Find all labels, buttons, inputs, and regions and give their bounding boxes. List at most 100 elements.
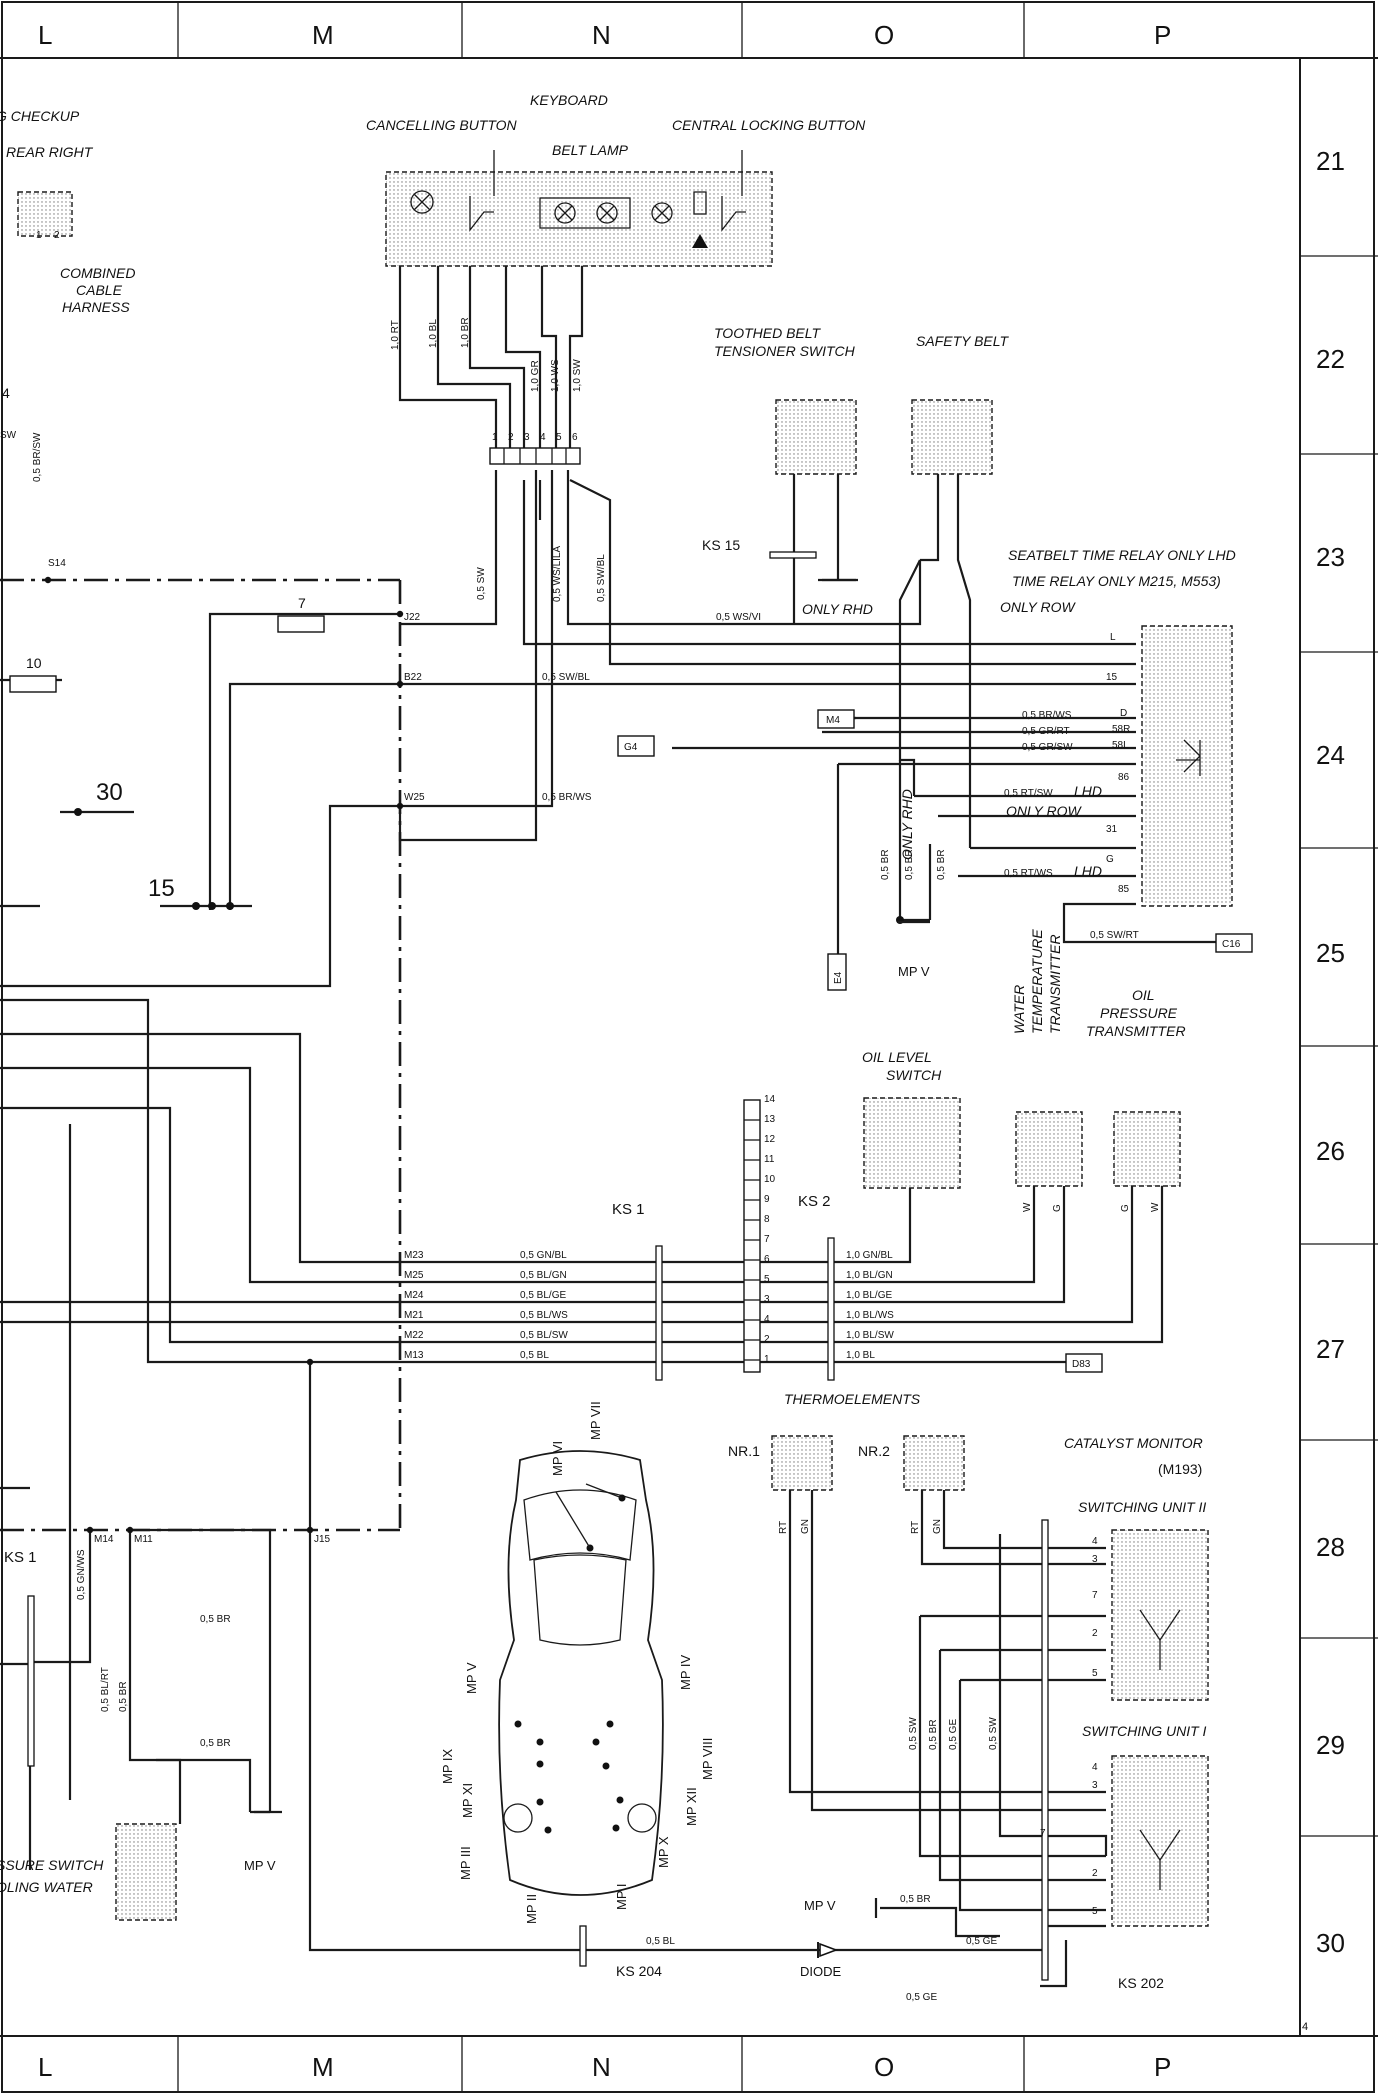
relay-pin-58l: 58L — [1112, 740, 1129, 751]
wire-bl-ws-10: 1,0 BL/WS — [846, 1310, 894, 1321]
label-combined-3: HARNESS — [62, 299, 130, 315]
pin-c13: 13 — [764, 1114, 776, 1125]
water-temp-transmitter-box — [1015, 1111, 1083, 1187]
label-nr2: NR.2 — [858, 1443, 890, 1459]
pin-c12: 12 — [764, 1134, 776, 1145]
wire-sw-left: SW — [0, 430, 17, 441]
keyboard-box — [385, 150, 773, 267]
label-nr1: NR.1 — [728, 1443, 760, 1459]
label-box-c16 — [1215, 933, 1253, 953]
wire-bl-sw: 0,5 BL/SW — [520, 1330, 568, 1341]
label-g4: G4 — [624, 742, 638, 753]
wire-ge-29: 0,5 GE — [948, 1719, 959, 1750]
wire-rt10: 1,0 RT — [390, 320, 401, 350]
wire-g-2: G — [1120, 1204, 1131, 1212]
relay-pin-85: 85 — [1118, 884, 1130, 895]
pin-c6: 6 — [764, 1254, 770, 1265]
wire-w-2: W — [1150, 1202, 1161, 1212]
oil-pressure-transmitter-box — [1113, 1111, 1181, 1187]
u2-pin-5: 5 — [1092, 1668, 1098, 1679]
row-27: 27 — [1316, 1334, 1345, 1364]
label-c16: C16 — [1222, 939, 1241, 950]
rear-right-pin-1: 1 — [36, 230, 42, 241]
wire-bl-10b: 1,0 BL — [846, 1350, 875, 1361]
pin-m25: M25 — [404, 1270, 424, 1281]
label-ks2: KS 2 — [798, 1193, 831, 1210]
col-n-top: N — [592, 20, 611, 50]
label-mp-viii: MP VIII — [700, 1738, 715, 1780]
wire-rt-sw: 0,5 RT/SW — [1004, 788, 1053, 799]
label-m4: M4 — [826, 715, 840, 726]
ground-symbols — [254, 578, 930, 1918]
u2-pin-2: 2 — [1092, 1628, 1098, 1639]
label-ks1: KS 1 — [612, 1201, 645, 1218]
label-mpv-left: MP V — [244, 1858, 276, 1873]
label-mp-i: MP I — [614, 1884, 629, 1911]
pin-m23: M23 — [404, 1250, 424, 1261]
pin-c7: 7 — [764, 1234, 770, 1245]
pin-1: 1 — [492, 432, 498, 443]
wire-w-1: W — [1022, 1202, 1033, 1212]
col-n-bottom: N — [592, 2052, 611, 2082]
fuse-10 — [9, 675, 57, 693]
pin-4: 4 — [540, 432, 546, 443]
wire-labels: 1,0 RT 1,0 BL 1,0 BR 1,0 GR 1,0 WS 1,0 S… — [0, 317, 1161, 2003]
label-s14: S14 — [48, 558, 66, 569]
label-diode: DIODE — [800, 1964, 842, 1979]
wire-rt-t2: RT — [910, 1521, 921, 1534]
switching-unit-2-box — [1111, 1529, 1209, 1701]
u1-pin-4: 4 — [1092, 1762, 1098, 1773]
wire-br10: 1,0 BR — [460, 317, 471, 348]
wire-sw10: 1,0 SW — [572, 359, 583, 392]
row-21: 21 — [1316, 146, 1345, 176]
label-box-e4 — [827, 953, 847, 991]
col-m-bottom: M — [312, 2052, 334, 2082]
pin-c1: 1 — [764, 1354, 770, 1365]
wire-sw-bl: 0,5 SW/BL — [596, 554, 607, 602]
label-j15: J15 — [314, 1534, 331, 1545]
page-number: 4 — [1302, 2021, 1308, 2033]
wire-gn-bl: 0,5 GN/BL — [520, 1250, 567, 1261]
col-m-top: M — [312, 20, 334, 50]
u1-pin-5: 5 — [1092, 1906, 1098, 1917]
label-water-2: TEMPERATURE — [1029, 929, 1045, 1034]
car-mp-labels: MP VI MP VII MP V MP IV MP IX MP XI MP V… — [440, 1401, 715, 1924]
row-numbers: 21 22 23 24 25 26 27 28 29 30 4 — [1302, 146, 1345, 2033]
wire-sw05: 0,5 SW — [476, 567, 487, 600]
wire-gr10: 1,0 GR — [530, 360, 541, 392]
label-b22: B22 — [404, 672, 422, 683]
relay-pin-15: 15 — [1106, 672, 1118, 683]
label-4-left: 4 — [2, 385, 10, 401]
wire-br-29: 0,5 BR — [928, 1719, 939, 1750]
label-keyboard: KEYBOARD — [530, 92, 608, 108]
col-o-bottom: O — [874, 2052, 894, 2082]
row-23: 23 — [1316, 542, 1345, 572]
thermoelement-2-box — [903, 1435, 965, 1491]
wire-g-1: G — [1052, 1204, 1063, 1212]
label-mp-xii: MP XII — [684, 1787, 699, 1826]
label-j22: J22 — [404, 612, 421, 623]
label-lhd-2: LHD — [1074, 863, 1102, 879]
wire-bl-rt: 0,5 BL/RT — [100, 1667, 111, 1712]
wire-sw-29b: 0,5 SW — [988, 1717, 999, 1750]
u1-pin-3: 3 — [1092, 1780, 1098, 1791]
label-terminal-30: 30 — [96, 779, 123, 806]
pin-c3: 3 — [764, 1294, 770, 1305]
thermoelement-1-box — [771, 1435, 833, 1491]
wire-gn-bl-10: 1,0 GN/BL — [846, 1250, 893, 1261]
row-29: 29 — [1316, 1730, 1345, 1760]
wire-gr-rt: 0,5 GR/RT — [1022, 726, 1070, 737]
wire-bl-ge: 0,5 BL/GE — [520, 1290, 566, 1301]
label-mp-vii: MP VII — [588, 1401, 603, 1440]
label-toothed-1: TOOTHED BELT — [714, 325, 822, 341]
label-oilp-3: TRANSMITTER — [1086, 1023, 1186, 1039]
label-switching-unit-1: SWITCHING UNIT I — [1082, 1723, 1207, 1739]
col-o-top: O — [874, 20, 894, 50]
pin-c10: 10 — [764, 1174, 776, 1185]
col-p-bottom: P — [1154, 2052, 1171, 2082]
label-mp-iii: MP III — [458, 1846, 473, 1880]
label-only-rhd-vertical: ONLY RHD — [899, 789, 915, 860]
col-l-top: L — [38, 20, 52, 50]
u2-pin-7: 7 — [1092, 1590, 1098, 1601]
